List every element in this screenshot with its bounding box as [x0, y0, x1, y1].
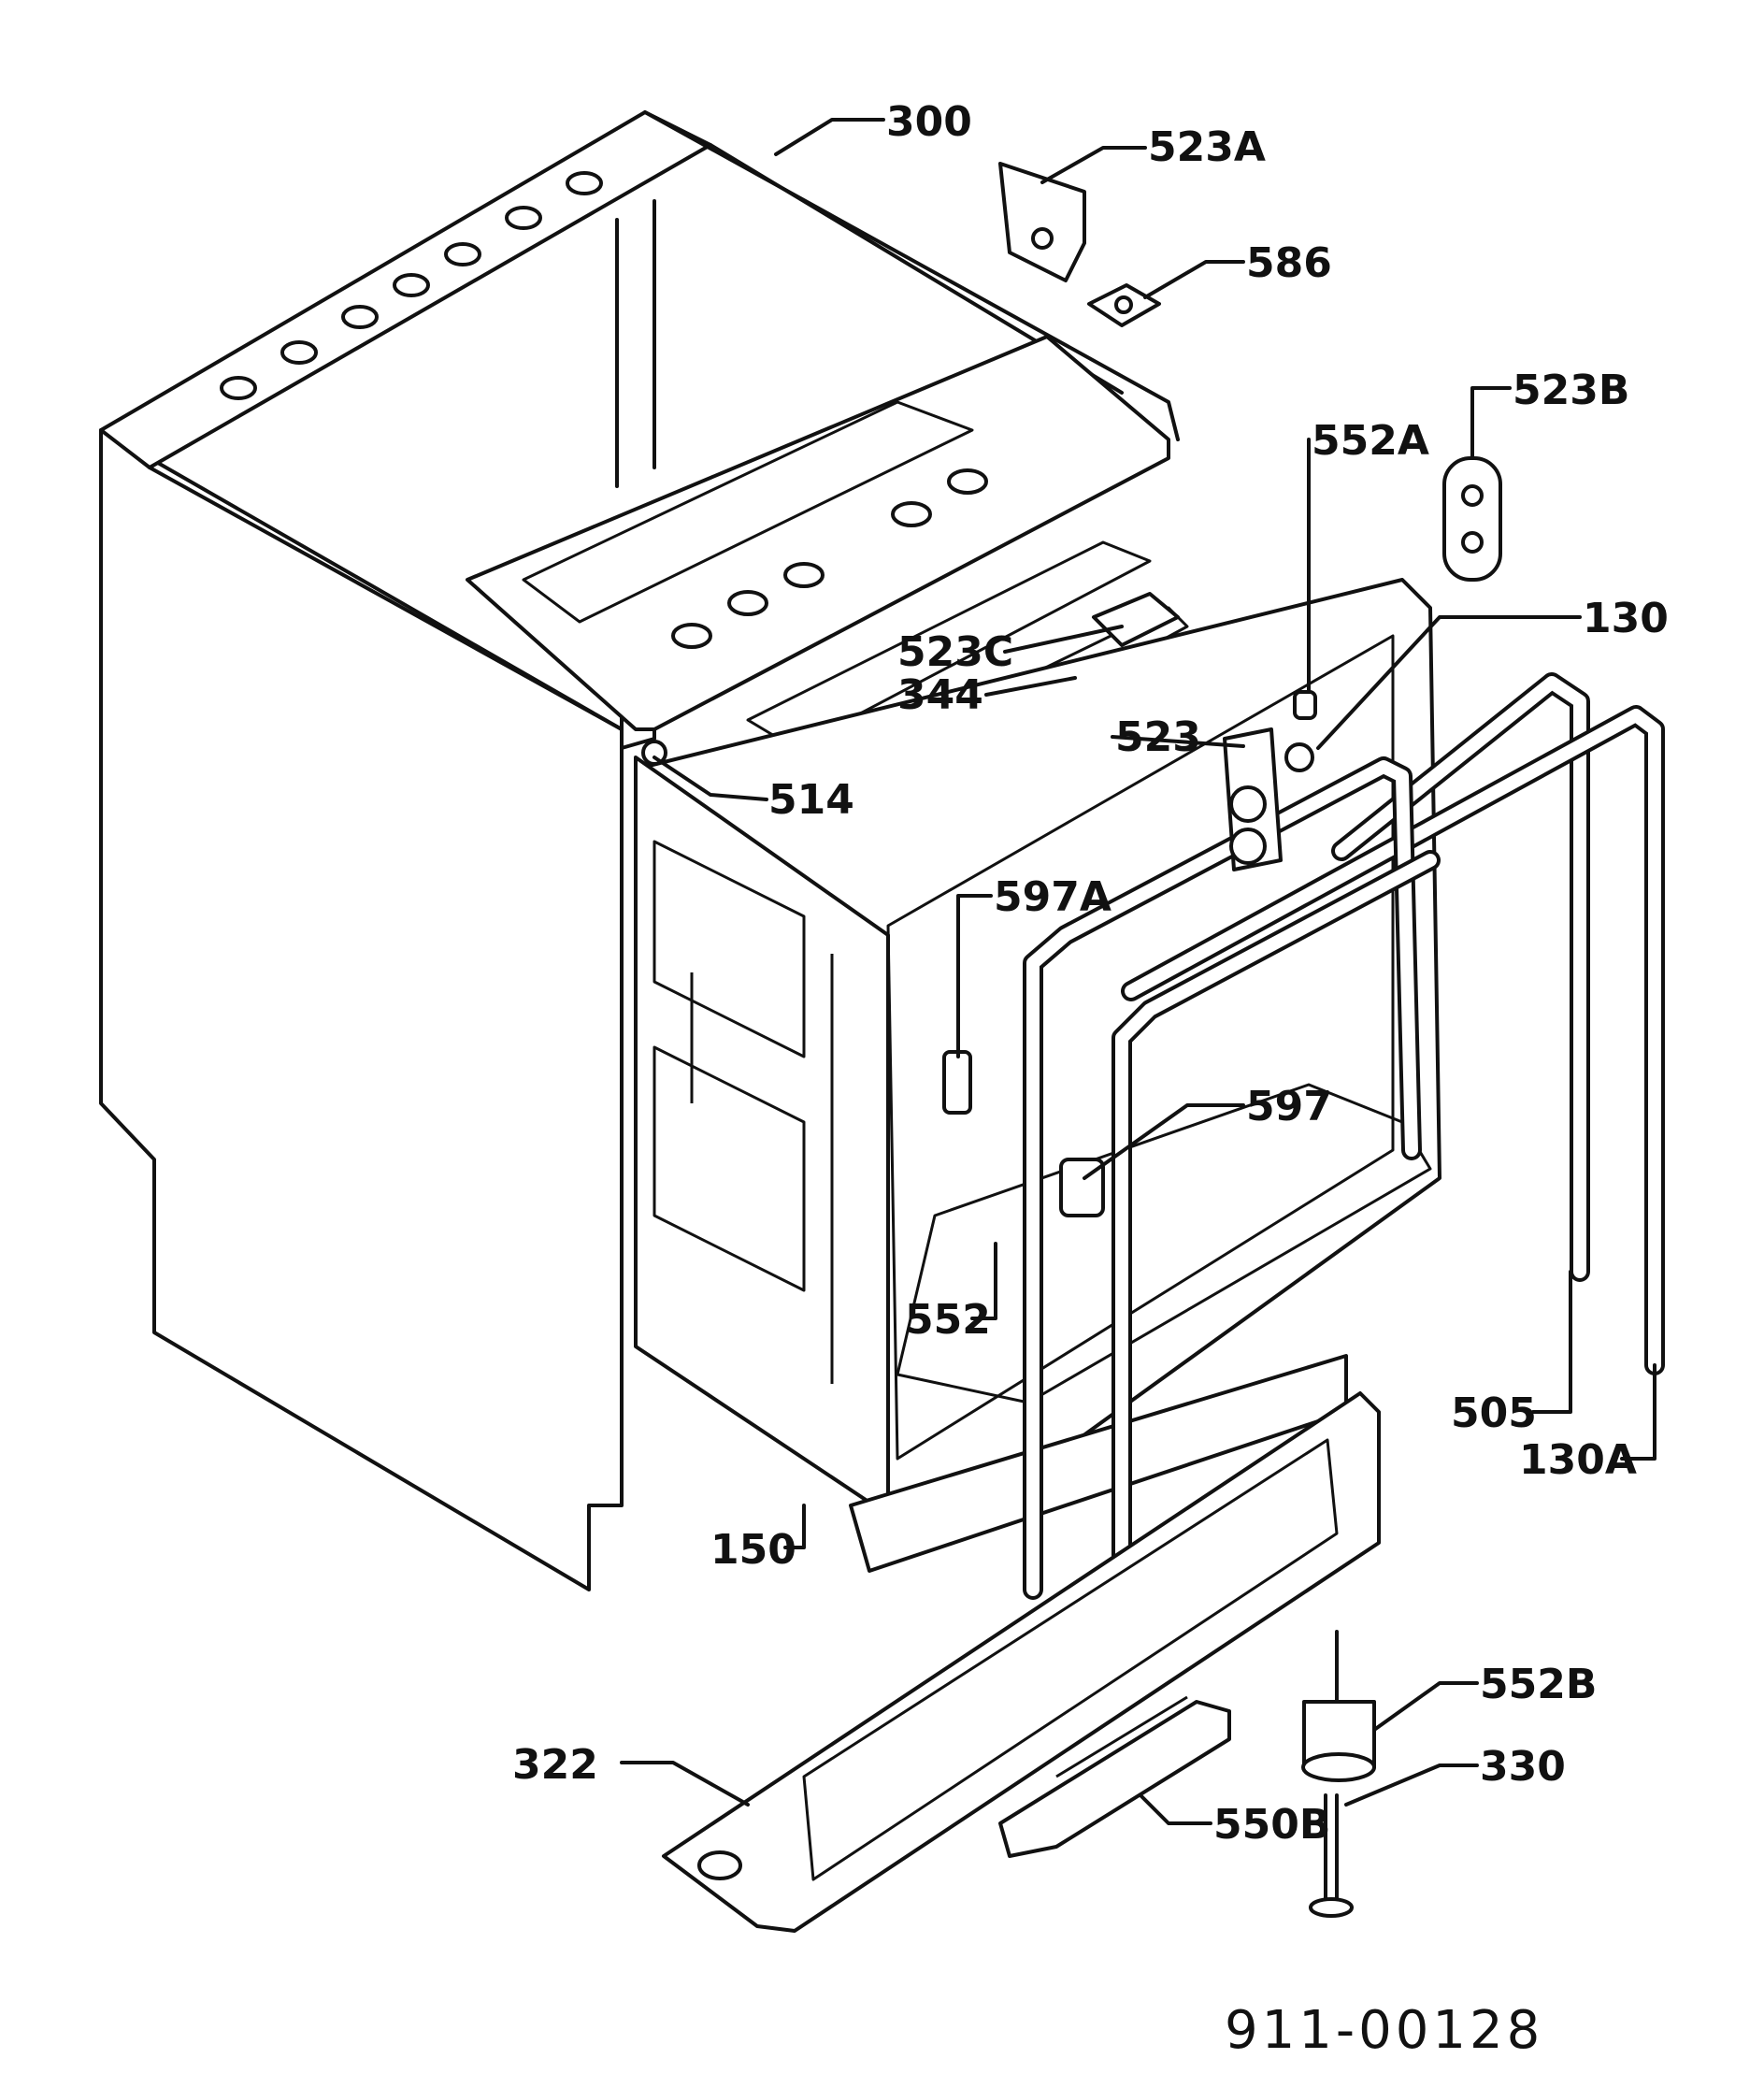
callout-130: 130 [1583, 595, 1669, 642]
callout-150: 150 [710, 1526, 796, 1574]
gasket-130 [1331, 672, 1590, 1282]
callout-523A: 523A [1148, 123, 1266, 171]
part-523A-bracket [998, 162, 1086, 282]
callout-322: 322 [512, 1741, 598, 1789]
top-rail-holes [220, 171, 603, 400]
part-523C-latch [1092, 592, 1180, 647]
callout-labels: 300 523A 586 523B 552A 130 523C 344 523 … [512, 98, 1669, 1849]
callout-523: 523 [1115, 713, 1201, 761]
part-514-screw [641, 740, 667, 766]
gasket-505 [1023, 756, 1422, 1600]
part-322-base-rail [662, 1391, 1381, 1933]
part-552A-pin [1293, 690, 1317, 720]
gasket-inner [1111, 850, 1441, 1698]
callout-552: 552 [905, 1296, 991, 1344]
part-597A-clip [942, 1050, 972, 1115]
callout-523B: 523B [1513, 367, 1629, 414]
callout-597A: 597A [994, 873, 1111, 921]
leader-lines [620, 118, 1656, 1825]
part-552B-foot [1301, 1630, 1376, 1782]
gasket-130A [1121, 705, 1665, 1375]
part-330-screw [1309, 1793, 1354, 1918]
callout-514: 514 [768, 776, 854, 824]
cabinet-frame [99, 110, 1180, 1591]
callout-523C: 523C [897, 628, 1013, 676]
part-523B-bracket [1442, 456, 1502, 582]
callout-552A: 552A [1312, 417, 1429, 465]
part-586-nut [1087, 283, 1161, 327]
diagram-code: 911-00128 [1225, 2000, 1543, 2061]
part-523-hinge [1223, 727, 1283, 871]
callout-330: 330 [1480, 1743, 1566, 1791]
callout-550B: 550B [1213, 1801, 1330, 1849]
callout-505: 505 [1451, 1389, 1537, 1437]
callout-586: 586 [1246, 239, 1332, 287]
part-550B-bracket [998, 1695, 1231, 1858]
callout-300: 300 [886, 98, 972, 146]
callout-552B: 552B [1480, 1661, 1597, 1708]
part-130-ring [1284, 742, 1314, 772]
callout-344: 344 [897, 671, 983, 719]
callout-597: 597 [1246, 1083, 1332, 1130]
callout-130A: 130A [1519, 1436, 1637, 1484]
